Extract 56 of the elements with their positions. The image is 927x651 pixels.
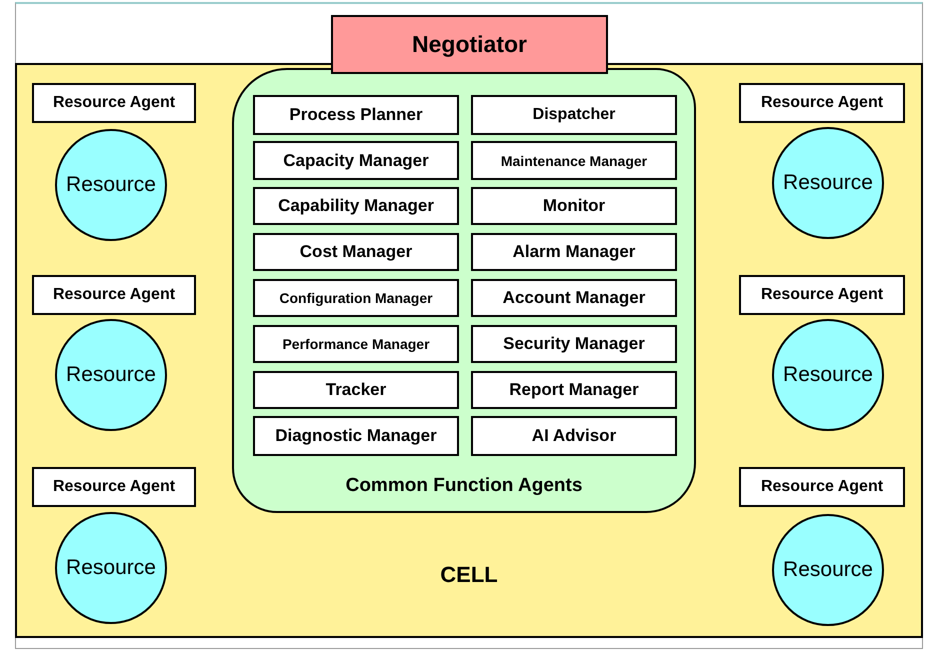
agent-box [739, 83, 905, 123]
node-label: Process Planner [289, 105, 423, 125]
node-label: Capacity Manager [283, 150, 429, 170]
node-label: Maintenance Manager [500, 152, 648, 168]
node-label: Resource Agent [52, 478, 176, 496]
agent-box [471, 187, 677, 225]
node-label: Resource [783, 558, 873, 582]
node-label: Resource [66, 363, 156, 387]
agent-box [253, 95, 459, 135]
agent-box [739, 467, 905, 507]
agent-box [253, 416, 459, 456]
node-label: Diagnostic Manager [275, 426, 437, 446]
agent-box [253, 279, 459, 317]
node-label: Configuration Manager [279, 290, 433, 306]
node-label: Negotiator [412, 31, 527, 58]
cell-label: CELL [440, 562, 498, 588]
node-label: Dispatcher [532, 106, 616, 124]
agent-box [253, 187, 459, 225]
node-label: Performance Manager [282, 336, 430, 352]
node-label: Resource Agent [52, 286, 176, 304]
node-label: Resource [783, 363, 873, 387]
agent-box [32, 467, 196, 507]
agent-box [253, 233, 459, 271]
agent-box [739, 275, 905, 315]
agent-box [471, 233, 677, 271]
node-label: Report Manager [509, 380, 639, 400]
node-label: Resource [783, 171, 873, 195]
node-label: Resource [66, 556, 156, 580]
agent-box [471, 141, 677, 180]
agent-box [471, 279, 677, 317]
agent-box [471, 416, 677, 456]
node-label: Security Manager [503, 334, 645, 354]
agent-group-panel [232, 68, 696, 513]
node-label: Resource Agent [760, 94, 884, 112]
agent-box [253, 371, 459, 409]
agent-box [253, 141, 459, 180]
agent-box [471, 95, 677, 135]
node-label: Resource Agent [760, 478, 884, 496]
node-label: Resource Agent [52, 94, 176, 112]
node-label: Monitor [542, 196, 606, 216]
node-label: Capability Manager [278, 196, 434, 216]
node-label: Account Manager [502, 288, 646, 308]
node-label: Alarm Manager [512, 242, 636, 262]
agent-box [32, 275, 196, 315]
node-label: Tracker [326, 380, 386, 400]
negotiator-box [331, 15, 608, 74]
group-label: Common Function Agents [346, 475, 582, 497]
node-label: Cost Manager [300, 242, 412, 262]
node-label: Resource Agent [760, 286, 884, 304]
cell-area [15, 63, 923, 638]
node-label: AI Advisor [532, 426, 616, 446]
agent-box [471, 371, 677, 409]
agent-box [253, 325, 459, 363]
agent-box [32, 83, 196, 123]
node-label: Resource [66, 173, 156, 197]
agent-box [471, 325, 677, 363]
